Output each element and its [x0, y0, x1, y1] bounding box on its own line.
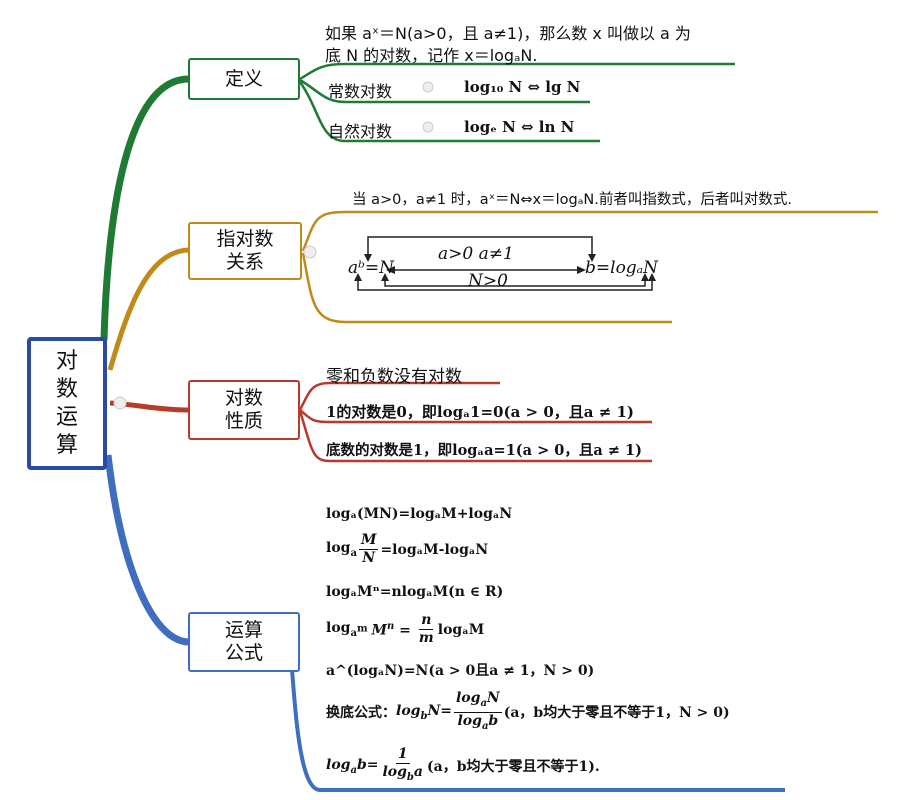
branch-def [100, 75, 189, 341]
property-2: 1的对数是0，即logₐ1=0(a > 0，且a ≠ 1) [326, 403, 635, 421]
relation-statement: 当 a>0，a≠1 时，aˣ＝N⇔x＝logₐN.前者叫指数式，后者叫对数式. [352, 192, 792, 208]
formula-power: logₐMⁿ=nlogₐM(n ∈ R) [326, 584, 504, 600]
formula-identity: a^(logₐN)=N(a > 0且a ≠ 1，N > 0) [326, 663, 595, 679]
node-relation: 指对数 关系 [188, 222, 302, 280]
property-1: 零和负数没有对数 [326, 367, 462, 387]
property-3: 底数的对数是1，即logₐa=1(a > 0，且a ≠ 1) [326, 442, 642, 459]
root-node: 对 数 运 算 [27, 337, 107, 470]
natural-log-label: 自然对数 [328, 122, 393, 141]
natural-log-formula: logₑ N ⇔ ln N [464, 118, 575, 136]
def-text-line1: 如果 aˣ＝N(a>0，且 a≠1)，那么数 x 叫做以 a 为 [325, 24, 691, 43]
formula-product: logₐ(MN)=logₐM+logₐN [326, 506, 513, 522]
relation-right: b=logₐN [585, 258, 658, 278]
common-log-label: 常数对数 [328, 82, 393, 101]
relation-left: aᵇ=N [348, 258, 395, 278]
branch-rel [107, 247, 189, 371]
common-log-formula: log₁₀ N ⇔ lg N [464, 78, 581, 96]
node-definition: 定义 [188, 58, 300, 100]
relation-cond-bottom: N>0 [468, 271, 508, 291]
relation-cond-top: a>0 a≠1 [438, 244, 514, 264]
branch-op [104, 454, 189, 646]
def-text-line2: 底 N 的对数，记作 x＝logₐN. [325, 46, 538, 65]
node-properties: 对数 性质 [188, 380, 300, 440]
node-operations: 运算 公式 [188, 612, 300, 672]
